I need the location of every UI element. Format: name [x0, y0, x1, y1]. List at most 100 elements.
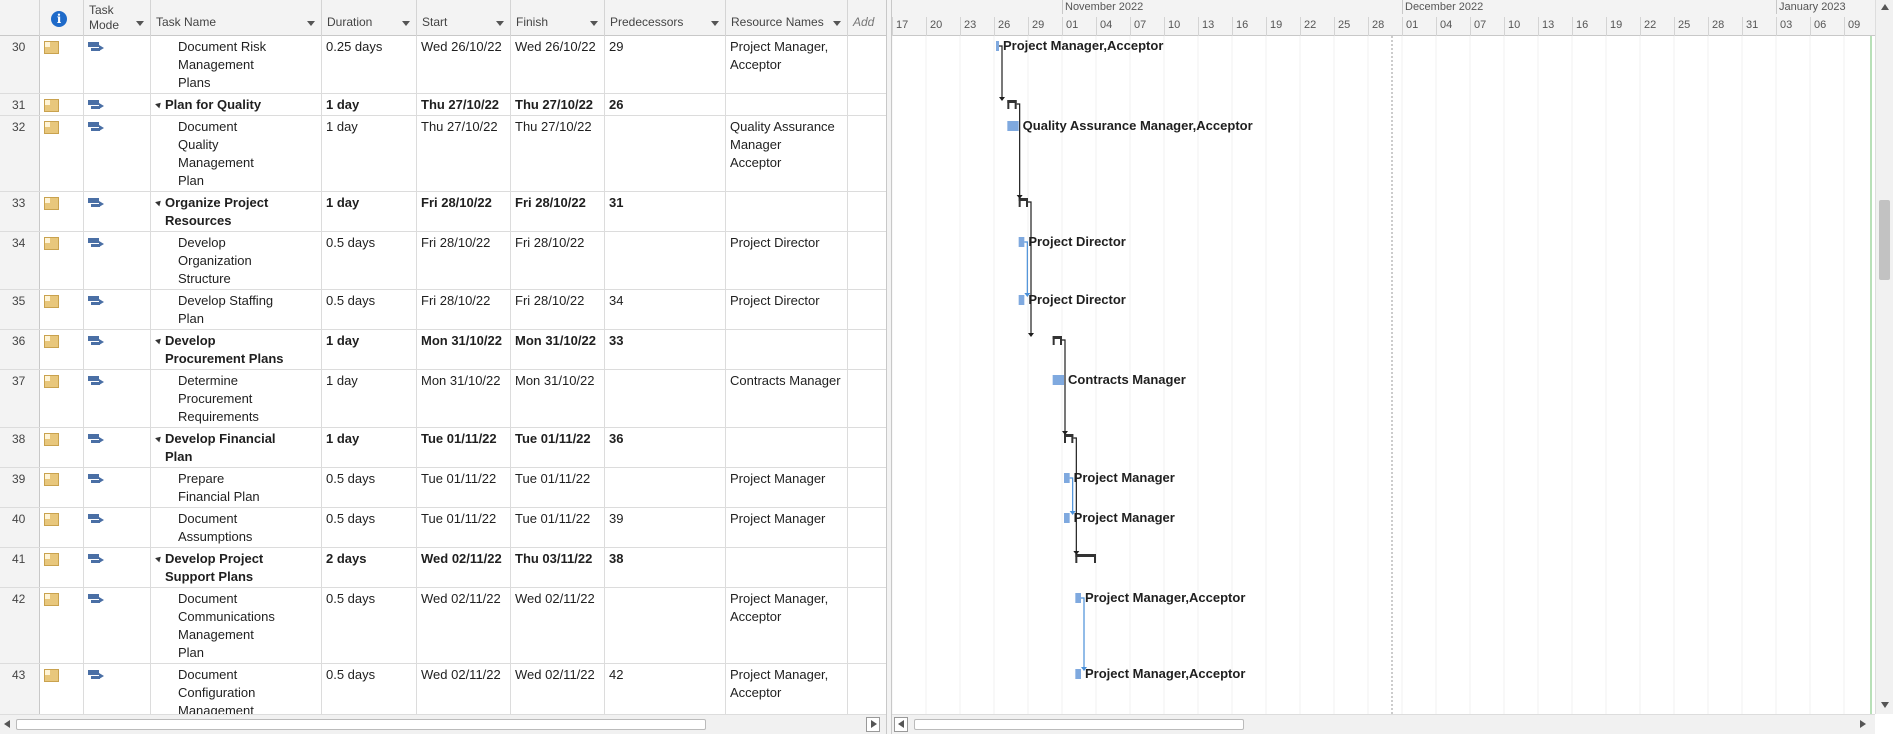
chevron-down-icon[interactable] [833, 21, 841, 26]
add-column-cell[interactable] [848, 36, 886, 93]
task-bar[interactable] [996, 41, 999, 51]
duration-cell[interactable]: 1 day [322, 94, 417, 115]
start-column-header[interactable]: Start [417, 0, 511, 36]
add-new-column-header[interactable]: Add [848, 0, 886, 36]
resource-names-cell[interactable]: Project Manager,Acceptor [726, 664, 848, 714]
scroll-up-icon[interactable] [1881, 4, 1889, 10]
resource-names-cell[interactable] [726, 94, 848, 115]
collapse-triangle-icon[interactable] [155, 198, 163, 207]
dependency-link[interactable] [1028, 201, 1032, 334]
resource-names-cell[interactable] [726, 192, 848, 231]
finish-cell[interactable]: Tue 01/11/22 [511, 428, 605, 467]
note-icon[interactable] [44, 553, 59, 566]
add-column-cell[interactable] [848, 664, 886, 714]
note-icon[interactable] [44, 375, 59, 388]
gantt-horizontal-scroll-thumb[interactable] [914, 719, 1244, 730]
row-id[interactable]: 36 [0, 330, 40, 369]
resource-names-cell[interactable]: Project Director [726, 290, 848, 329]
finish-cell[interactable]: Thu 27/10/22 [511, 116, 605, 191]
duration-cell[interactable]: 1 day [322, 428, 417, 467]
duration-column-header[interactable]: Duration [322, 0, 417, 36]
duration-cell[interactable]: 1 day [322, 370, 417, 427]
resource-names-cell[interactable]: Project Director [726, 232, 848, 289]
task-name-cell[interactable]: Plan for Quality [151, 94, 322, 115]
finish-cell[interactable]: Fri 28/10/22 [511, 232, 605, 289]
duration-cell[interactable]: 0.5 days [322, 664, 417, 714]
row-id[interactable]: 35 [0, 290, 40, 329]
row-id[interactable]: 32 [0, 116, 40, 191]
task-mode-cell[interactable] [84, 290, 151, 329]
add-column-cell[interactable] [848, 508, 886, 547]
chevron-down-icon[interactable] [496, 21, 504, 26]
predecessors-cell[interactable]: 36 [605, 428, 726, 467]
duration-cell[interactable]: 2 days [322, 548, 417, 587]
dependency-link[interactable] [999, 45, 1003, 98]
predecessors-cell[interactable] [605, 468, 726, 507]
start-cell[interactable]: Fri 28/10/22 [417, 232, 511, 289]
task-mode-cell[interactable] [84, 588, 151, 663]
dependency-arrow[interactable] [1028, 333, 1034, 337]
note-icon[interactable] [44, 99, 59, 112]
predecessors-cell[interactable] [605, 588, 726, 663]
finish-cell[interactable]: Thu 03/11/22 [511, 548, 605, 587]
collapse-triangle-icon[interactable] [155, 434, 163, 443]
finish-cell[interactable]: Fri 28/10/22 [511, 290, 605, 329]
scroll-right-icon[interactable] [1860, 720, 1866, 728]
task-bar[interactable] [1007, 121, 1019, 131]
task-mode-cell[interactable] [84, 192, 151, 231]
summary-bar-start-cap[interactable] [1064, 434, 1066, 443]
start-cell[interactable]: Wed 02/11/22 [417, 548, 511, 587]
duration-cell[interactable]: 0.5 days [322, 468, 417, 507]
predecessors-cell[interactable]: 29 [605, 36, 726, 93]
finish-cell[interactable]: Tue 01/11/22 [511, 508, 605, 547]
task-mode-cell[interactable] [84, 548, 151, 587]
predecessors-column-header[interactable]: Predecessors [605, 0, 726, 36]
predecessors-cell[interactable]: 34 [605, 290, 726, 329]
collapse-triangle-icon[interactable] [155, 100, 163, 109]
add-column-cell[interactable] [848, 428, 886, 467]
summary-bar[interactable] [1064, 434, 1074, 437]
resource-names-column-header[interactable]: Resource Names [726, 0, 848, 36]
row-id[interactable]: 33 [0, 192, 40, 231]
duration-cell[interactable]: 1 day [322, 116, 417, 191]
predecessors-cell[interactable]: 26 [605, 94, 726, 115]
dependency-link[interactable] [1062, 339, 1066, 432]
select-all-corner[interactable] [0, 0, 40, 36]
note-icon[interactable] [44, 335, 59, 348]
start-cell[interactable]: Mon 31/10/22 [417, 370, 511, 427]
start-cell[interactable]: Wed 02/11/22 [417, 588, 511, 663]
task-name-column-header[interactable]: Task Name [151, 0, 322, 36]
start-cell[interactable]: Mon 31/10/22 [417, 330, 511, 369]
task-mode-cell[interactable] [84, 116, 151, 191]
predecessors-cell[interactable]: 42 [605, 664, 726, 714]
duration-cell[interactable]: 0.5 days [322, 588, 417, 663]
finish-cell[interactable]: Mon 31/10/22 [511, 330, 605, 369]
finish-cell[interactable]: Wed 02/11/22 [511, 588, 605, 663]
finish-cell[interactable]: Fri 28/10/22 [511, 192, 605, 231]
task-bar[interactable] [1018, 237, 1025, 247]
predecessors-cell[interactable] [605, 370, 726, 427]
dependency-link[interactable] [1016, 103, 1021, 196]
add-column-cell[interactable] [848, 232, 886, 289]
start-cell[interactable]: Wed 02/11/22 [417, 664, 511, 714]
note-icon[interactable] [44, 237, 59, 250]
